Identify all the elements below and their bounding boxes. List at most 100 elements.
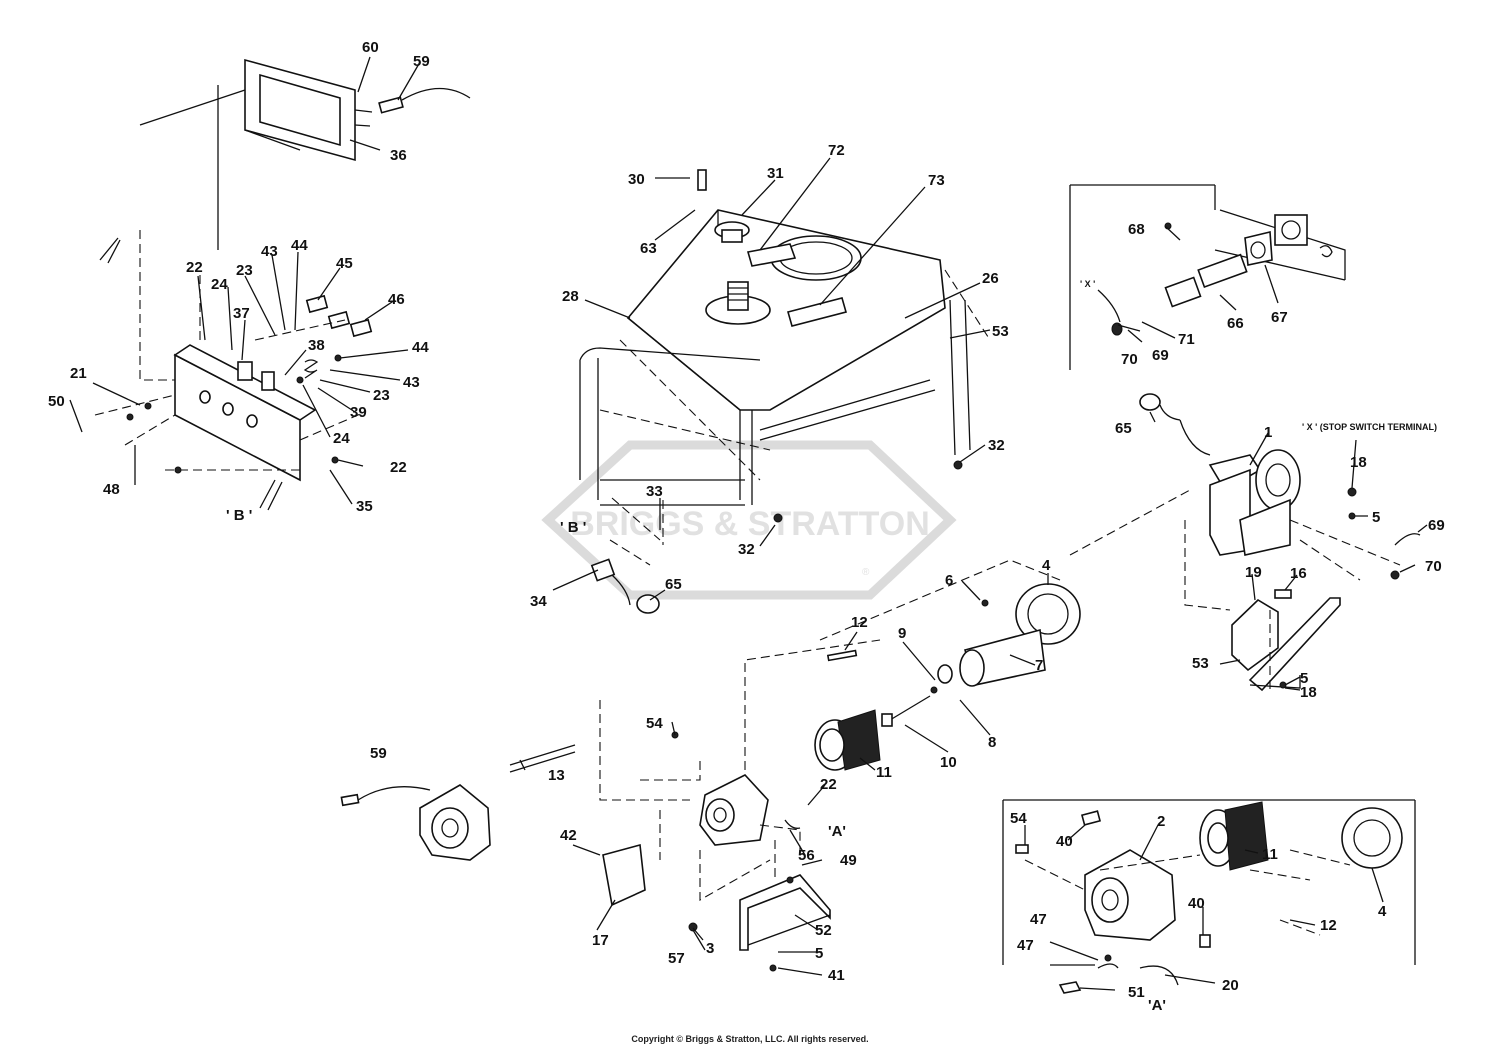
callout-31: 31 <box>767 165 784 182</box>
callout-21: 21 <box>70 365 87 382</box>
callout-46: 46 <box>388 291 405 308</box>
callout-65: 65 <box>665 576 682 593</box>
callout-40-b: 40 <box>1188 895 1205 912</box>
inset-top-right <box>1069 184 1346 370</box>
callout-3: 3 <box>706 940 714 957</box>
callout-36: 36 <box>390 147 407 164</box>
callout-44-b: 44 <box>412 339 429 356</box>
callout-53-b: 53 <box>1192 655 1209 672</box>
engine-assembly-group <box>1069 393 1421 581</box>
watermark-text: BRIGGS & STRATTON <box>570 505 930 543</box>
x-terminal-annotation: ' X ' <box>1080 279 1095 289</box>
callout-42: 42 <box>560 827 577 844</box>
callout-22-c: 22 <box>820 776 837 793</box>
callout-65-b: 65 <box>1115 420 1132 437</box>
copyright-notice: Copyright © Briggs & Stratton, LLC. All … <box>631 1034 869 1044</box>
callout-43-b: 43 <box>403 374 420 391</box>
callout-34: 34 <box>530 593 547 610</box>
callout-54-b: 54 <box>1010 810 1027 827</box>
callout-32: 32 <box>988 437 1005 454</box>
handle-bracket-group <box>139 58 471 250</box>
callout-2: 2 <box>1157 813 1165 830</box>
callout-40: 40 <box>1056 833 1073 850</box>
fasteners <box>126 222 1357 972</box>
rear-housing-group <box>509 700 831 951</box>
callout-48: 48 <box>103 481 120 498</box>
briggs-stratton-watermark: BRIGGS & STRATTON ® <box>541 440 957 600</box>
leader-lines <box>69 56 1428 991</box>
callout-8: 8 <box>988 734 996 751</box>
callout-12-b: 12 <box>1320 917 1337 934</box>
callout-59-b: 59 <box>370 745 387 762</box>
callout-7: 7 <box>1035 657 1043 674</box>
callout-1: 1 <box>1264 424 1272 441</box>
stop-switch-annotation: ' X ' (STOP SWITCH TERMINAL) <box>1302 422 1437 432</box>
callout-16: 16 <box>1290 565 1307 582</box>
callout-44: 44 <box>291 237 308 254</box>
callout-60: 60 <box>362 39 379 56</box>
callout-59: 59 <box>413 53 430 70</box>
callout-9: 9 <box>898 625 906 642</box>
callout-56: 56 <box>798 847 815 864</box>
view-a-label-inset: 'A' <box>1148 997 1166 1014</box>
view-a-label-center: 'A' <box>828 823 846 840</box>
callout-24: 24 <box>211 276 228 293</box>
callout-22-b: 22 <box>390 459 407 476</box>
callout-11-b: 11 <box>1262 846 1278 863</box>
callout-37: 37 <box>233 305 250 322</box>
callout-19: 19 <box>1245 564 1262 581</box>
callout-41: 41 <box>828 967 845 984</box>
callout-53: 53 <box>992 323 1009 340</box>
callout-11: 11 <box>876 764 892 781</box>
callout-71: 71 <box>1178 331 1195 348</box>
callout-70-b: 70 <box>1425 558 1442 575</box>
callout-70: 70 <box>1121 351 1138 368</box>
callout-51: 51 <box>1128 984 1145 1001</box>
part-callouts: 60 59 36 22 24 23 43 44 45 46 37 38 44 4… <box>48 39 1445 1001</box>
callout-12: 12 <box>851 614 868 631</box>
callout-6: 6 <box>945 572 953 589</box>
callout-22: 22 <box>186 259 203 276</box>
inset-bottom-right <box>1002 799 1416 994</box>
view-b-label-frame: ' B ' <box>560 519 586 536</box>
callout-69-b: 69 <box>1428 517 1445 534</box>
callout-17: 17 <box>592 932 609 949</box>
callout-73: 73 <box>928 172 945 189</box>
callout-47: 47 <box>1030 911 1047 928</box>
callout-4-b: 4 <box>1378 903 1387 920</box>
callout-49: 49 <box>840 852 857 869</box>
view-b-label-panel: ' B ' <box>226 507 252 524</box>
callout-35: 35 <box>356 498 373 515</box>
callout-20: 20 <box>1222 977 1239 994</box>
callout-26: 26 <box>982 270 999 287</box>
callout-18-b: 18 <box>1300 684 1317 701</box>
callout-5-b: 5 <box>1300 670 1308 687</box>
callout-38: 38 <box>308 337 325 354</box>
callout-45: 45 <box>336 255 353 272</box>
callout-30: 30 <box>628 171 645 188</box>
callout-54: 54 <box>646 715 663 732</box>
callout-68: 68 <box>1128 221 1145 238</box>
callout-24-b: 24 <box>333 430 350 447</box>
callout-32-b: 32 <box>738 541 755 558</box>
callout-52: 52 <box>815 922 832 939</box>
callout-23-b: 23 <box>373 387 390 404</box>
callout-5: 5 <box>1372 509 1380 526</box>
watermark-registered: ® <box>862 567 870 578</box>
base-bracket-right <box>1184 520 1341 692</box>
callout-33: 33 <box>646 483 663 500</box>
alternator-group <box>744 559 1081 771</box>
callout-4: 4 <box>1042 557 1051 574</box>
left-housing-group <box>340 784 491 861</box>
callout-72: 72 <box>828 142 845 159</box>
callout-10: 10 <box>940 754 957 771</box>
callout-50: 50 <box>48 393 65 410</box>
fuel-line-group <box>590 497 664 614</box>
fuel-tank-frame-group <box>579 169 991 506</box>
callout-13: 13 <box>548 767 565 784</box>
callout-23: 23 <box>236 262 253 279</box>
callout-43: 43 <box>261 243 278 260</box>
callout-47-b: 47 <box>1017 937 1034 954</box>
callout-57: 57 <box>668 950 685 967</box>
